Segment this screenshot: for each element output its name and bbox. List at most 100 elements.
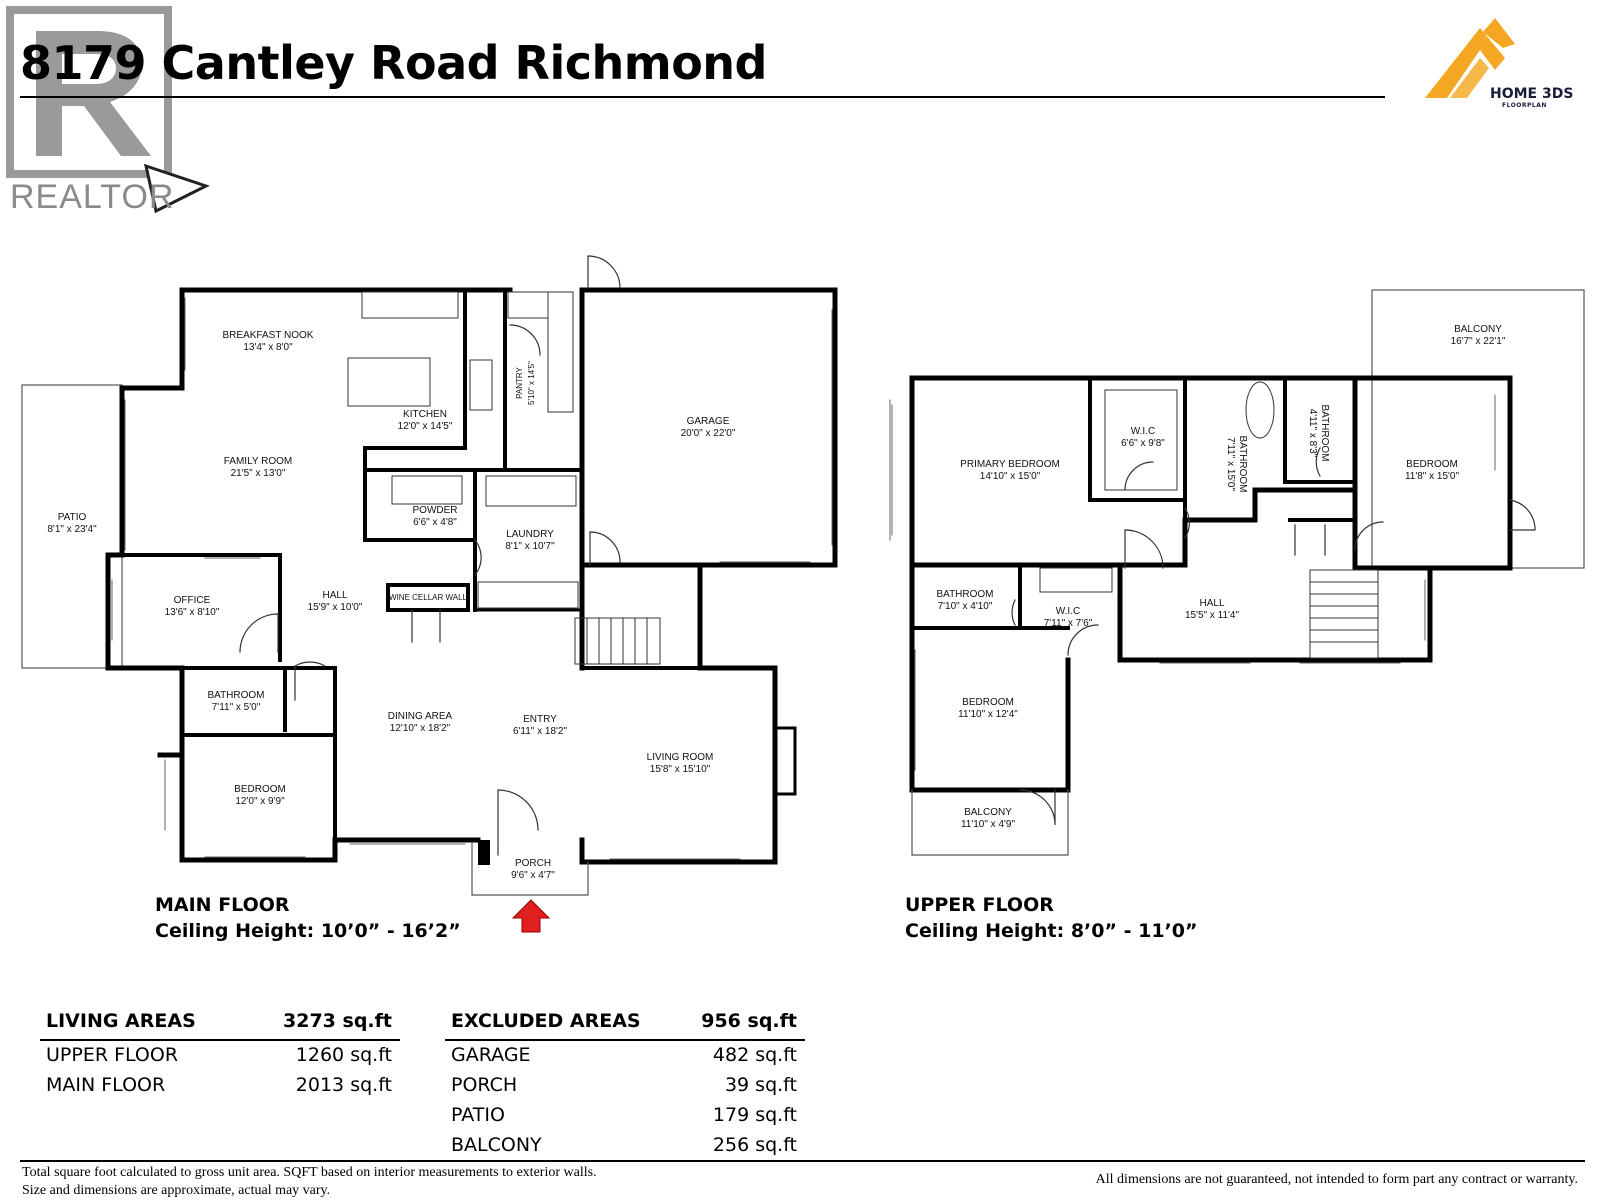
excluded-areas-header-row: EXCLUDED AREAS 956 sq.ft <box>451 1010 797 1036</box>
room-name: BALCONY <box>1454 324 1502 335</box>
excluded-areas-total: 956 sq.ft <box>701 1010 797 1032</box>
main-floor-ceiling: Ceiling Height: 10’0” - 16’2” <box>155 920 461 942</box>
room-name: BATHROOM <box>936 589 993 600</box>
room-name: W.I.C <box>1131 426 1155 437</box>
table-row: UPPER FLOOR 1260 sq.ft <box>46 1044 392 1070</box>
room-name: BEDROOM <box>962 697 1014 708</box>
room-dimension: 7'10" x 4'10" <box>938 601 993 612</box>
row-label: PATIO <box>451 1104 505 1126</box>
living-areas-total: 3273 sq.ft <box>283 1010 392 1032</box>
row-value: 1260 sq.ft <box>295 1044 392 1066</box>
room-dimension: 5'10" x 14'5" <box>527 361 536 405</box>
room-name: LAUNDRY <box>506 529 554 540</box>
entry-arrow-icon <box>511 899 551 933</box>
excluded-areas-header: EXCLUDED AREAS <box>451 1010 641 1032</box>
living-areas-table: LIVING AREAS 3273 sq.ft UPPER FLOOR 1260… <box>40 1010 400 1110</box>
room-dimension: 11'10" x 12'4" <box>958 709 1018 720</box>
room-dimension: 13'6" x 8'10" <box>165 607 220 618</box>
room-label: BATHROOM4'11" x 8'3" <box>1307 404 1330 461</box>
excluded-areas-rule <box>445 1039 805 1041</box>
footer-disclaimer: All dimensions are not guaranteed, not i… <box>1095 1172 1578 1187</box>
room-name: HALL <box>322 590 347 601</box>
living-areas-rule <box>40 1039 400 1041</box>
room-name: HALL <box>1199 598 1224 609</box>
room-label: BATHROOM7'11" x 15'0" <box>1225 435 1248 492</box>
room-name: KITCHEN <box>403 409 447 420</box>
room-name: PANTRY <box>515 366 524 398</box>
room-name: OFFICE <box>174 595 211 606</box>
room-dimension: 14'10" x 15'0" <box>980 471 1041 482</box>
row-value: 2013 sq.ft <box>295 1074 392 1096</box>
room-dimension: 7'11" x 7'6" <box>1044 618 1093 629</box>
room-name: GARAGE <box>687 416 730 427</box>
realtor-wordmark: REALTOR <box>10 178 175 216</box>
room-name: BEDROOM <box>234 784 286 795</box>
table-row: BALCONY 256 sq.ft <box>451 1134 797 1160</box>
room-dimension: 9'6" x 4'7" <box>511 870 555 881</box>
room-dimension: 12'10" x 18'2" <box>390 723 451 734</box>
room-dimension: 8'1" x 23'4" <box>47 524 97 535</box>
excluded-areas-table: EXCLUDED AREAS 956 sq.ft GARAGE 482 sq.f… <box>445 1010 805 1160</box>
room-dimension: 21'5" x 13'0" <box>231 468 286 479</box>
room-dimension: 7'11" x 5'0" <box>212 702 261 713</box>
living-areas-header: LIVING AREAS <box>46 1010 196 1032</box>
home3ds-logo-sub: FLOORPLAN <box>1502 102 1547 109</box>
footer-note-1: Total square foot calculated to gross un… <box>22 1165 597 1180</box>
row-value: 39 sq.ft <box>724 1074 797 1096</box>
room-dimension: 16'7" x 22'1" <box>1451 336 1506 347</box>
table-row: PORCH 39 sq.ft <box>451 1074 797 1100</box>
room-name: BATHROOM <box>1237 435 1248 492</box>
room-dimension: 15'8" x 15'10" <box>650 764 711 775</box>
room-dimension: 4'11" x 8'3" <box>1307 409 1318 458</box>
room-dimension: 6'11" x 18'2" <box>513 726 568 737</box>
room-dimension: 6'6" x 9'8" <box>1121 438 1165 449</box>
room-name: ENTRY <box>523 714 557 725</box>
room-name: FAMILY ROOM <box>224 456 293 467</box>
page-title: 8179 Cantley Road Richmond <box>20 36 767 90</box>
room-dimension: 11'10" x 4'9" <box>961 819 1016 830</box>
room-name: BATHROOM <box>207 690 264 701</box>
row-label: UPPER FLOOR <box>46 1044 179 1066</box>
footer-rule <box>20 1160 1585 1162</box>
room-dimension: 20'0" x 22'0" <box>681 428 736 439</box>
room-dimension: 6'6" x 4'8" <box>413 517 457 528</box>
room-name: POWDER <box>413 505 458 516</box>
row-label: PORCH <box>451 1074 518 1096</box>
room-dimension: 11'8" x 15'0" <box>1405 471 1460 482</box>
row-label: MAIN FLOOR <box>46 1074 166 1096</box>
title-rule <box>20 96 1385 98</box>
table-row: GARAGE 482 sq.ft <box>451 1044 797 1070</box>
home3ds-logo-name: HOME 3DS <box>1490 86 1574 102</box>
row-value: 256 sq.ft <box>712 1134 797 1156</box>
room-name: PATIO <box>58 512 87 523</box>
room-dimension: 8'1" x 10'7" <box>505 541 555 552</box>
row-value: 482 sq.ft <box>712 1044 797 1066</box>
room-dimension: 13'4" x 8'0" <box>243 342 293 353</box>
main-floor-label-block: MAIN FLOOR Ceiling Height: 10’0” - 16’2” <box>155 892 461 944</box>
room-name: BREAKFAST NOOK <box>223 330 314 341</box>
wine-cellar-label: WINE CELLAR WALL <box>389 593 467 602</box>
room-name: W.I.C <box>1056 606 1080 617</box>
room-name: BEDROOM <box>1406 459 1458 470</box>
